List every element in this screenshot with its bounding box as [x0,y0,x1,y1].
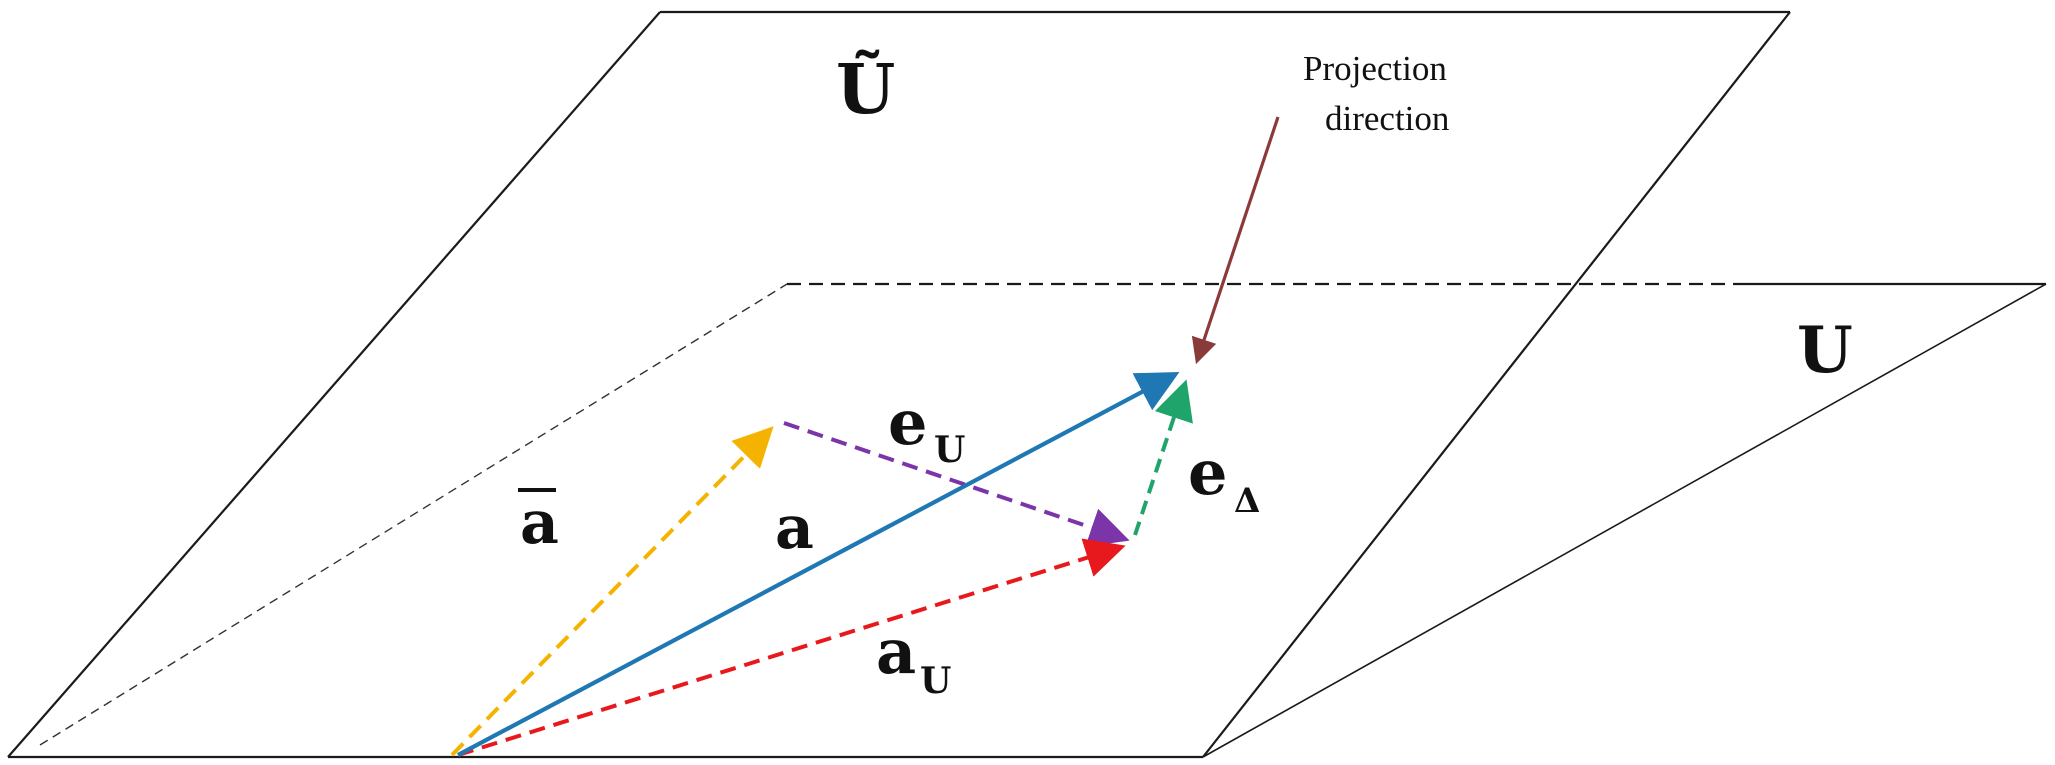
vector-a-bar-letter: a [520,488,559,558]
plane-tilde-u [7,10,1791,758]
vector-a-bar-arrow [450,426,774,757]
plane-u-left-edge-hidden [39,283,788,746]
vector-e-delta-arrow [1133,379,1193,536]
plane-tilde-u-label: Ũ [836,50,895,130]
vector-e-delta-main: e [1188,436,1227,509]
vector-e-u-sub: U [934,429,965,471]
plane-tilde-u-right-edge [1202,11,1791,758]
plane-tilde-u-left-edge [7,11,661,758]
projection-label-line1: Projection [1303,49,1447,88]
vector-e-u-label: e U [888,386,965,471]
vector-e-delta-label: e Δ [1188,436,1260,521]
vectors [450,116,1280,757]
projection-direction-label: Projection direction [1303,49,1449,138]
vector-a-u-arrow [457,538,1126,757]
vector-a-u-main: a [876,615,916,688]
labels: Ũ U a a e U e Δ a U Projection direction [518,49,1853,702]
plane-u-right-edge [1202,283,2047,758]
vector-a-u-sub: U [920,660,951,702]
vector-a-u-label: a U [876,615,951,702]
plane-u [8,282,2047,759]
plane-u-label: U [1797,313,1853,388]
vector-a-arrow [457,372,1180,757]
vector-e-u-main: e [888,386,927,459]
projection-direction-arrow [1191,116,1280,365]
vector-e-delta-sub: Δ [1234,481,1260,521]
vector-a-bar-label: a [518,488,559,558]
projection-label-line2: direction [1325,99,1449,138]
vector-e-u-arrow [783,421,1130,547]
vector-a-label: a [775,493,814,563]
